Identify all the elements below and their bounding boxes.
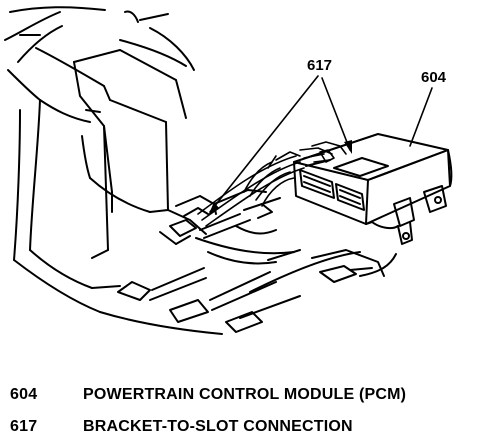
arrowhead-617-left — [208, 202, 219, 216]
callout-604: 604 — [421, 69, 447, 86]
legend-description: BRACKET-TO-SLOT CONNECTION — [83, 418, 353, 435]
leader-617-right — [321, 77, 351, 151]
leader-604 — [409, 87, 433, 147]
pcm-module — [293, 133, 453, 245]
leader-617-left — [209, 75, 319, 213]
legend-number: 617 — [10, 418, 38, 435]
legend-description: POWERTRAIN CONTROL MODULE (PCM) — [83, 386, 407, 403]
arrowhead-617-right — [344, 140, 352, 154]
legend-number: 604 — [10, 386, 38, 403]
callout-617: 617 — [307, 57, 332, 74]
vehicle-interior-outline — [4, 6, 397, 335]
callout-leaders — [209, 75, 433, 213]
pcm-bracket-assembly — [159, 189, 281, 245]
